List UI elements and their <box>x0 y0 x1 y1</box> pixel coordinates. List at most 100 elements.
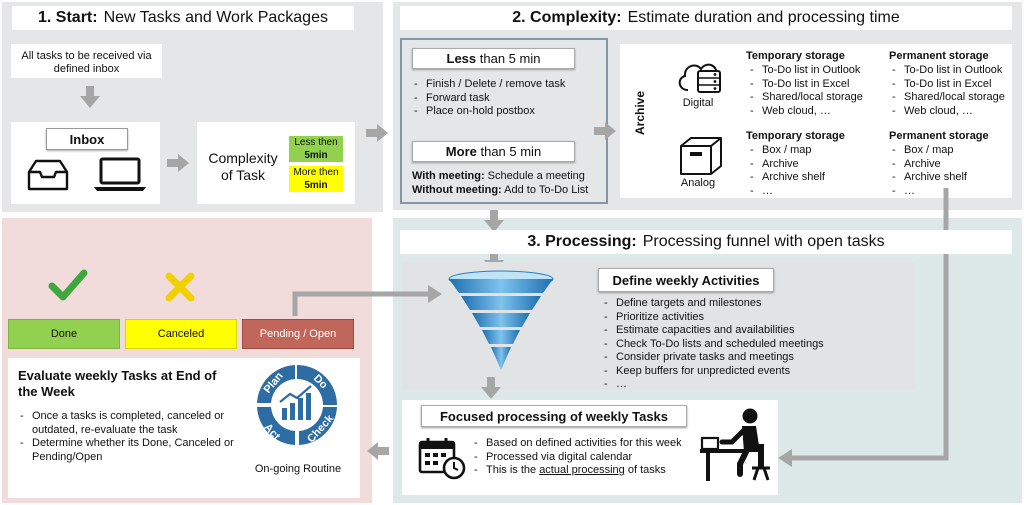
more-badge-line2: 5min <box>304 179 328 191</box>
processing-number: 3. Processing: <box>527 233 637 250</box>
storage-item: Box / map <box>750 144 825 158</box>
down-arrow-3 <box>484 250 504 272</box>
less-item: Finish / Delete / remove task <box>414 78 565 92</box>
storage-item: Box / map <box>892 144 967 158</box>
complexity-label: Complexity of Task <box>208 150 278 183</box>
storage-item: Archive <box>892 158 967 172</box>
more-badge-line1: More then <box>293 167 339 178</box>
inbox-tray-icon <box>26 158 70 192</box>
weekly-item: Estimate capacities and availabilities <box>604 324 824 338</box>
routine-label: On-going Routine <box>254 463 342 475</box>
storage-item: … <box>892 185 967 199</box>
storage-item: Web cloud, … <box>750 105 863 119</box>
pdca-cycle-icon <box>254 362 340 448</box>
more-strong: More <box>445 144 477 159</box>
canceled-cross-icon <box>165 272 195 302</box>
weekly-title: Define weekly Activities <box>598 268 774 292</box>
less-item: Forward task <box>414 92 565 106</box>
less-rest: than 5 min <box>476 51 541 66</box>
focused-list: Based on defined activities for this wee… <box>474 437 682 478</box>
weekly-item: Keep buffers for unpredicted events <box>604 365 824 379</box>
status-pending: Pending / Open <box>242 319 354 349</box>
digital-label: Digital <box>682 97 714 109</box>
duration-frame <box>400 38 608 204</box>
more-rest: than 5 min <box>476 144 542 159</box>
less-badge-line1: Less then <box>294 137 338 148</box>
left-arrow-1 <box>367 442 389 460</box>
storage-item: Archive <box>750 158 825 172</box>
laptop-icon <box>93 157 147 193</box>
evaluate-item: Determine whether its Done, Canceled or … <box>20 437 240 464</box>
archive-box-icon <box>677 136 725 176</box>
storage-item: … <box>750 185 825 199</box>
storage-item: To-Do list in Outlook <box>750 64 863 78</box>
evaluate-title: Evaluate weekly Tasks at End of the Week <box>18 368 217 399</box>
cloud-server-icon <box>674 56 726 96</box>
storage-item: Archive shelf <box>750 171 825 185</box>
analog-temp-title: Temporary storage <box>746 130 845 142</box>
down-arrow-4 <box>481 377 501 399</box>
right-arrow-2 <box>366 124 388 142</box>
less-badge-line2: 5min <box>304 149 328 161</box>
weekly-item: Consider private tasks and meetings <box>604 351 824 365</box>
less-strong: Less <box>446 51 477 66</box>
storage-item: To-Do list in Excel <box>892 78 1005 92</box>
meeting-text: Schedule a meeting <box>484 170 585 182</box>
focused-last-underline: actual processing <box>539 464 625 476</box>
done-check-icon <box>48 268 88 302</box>
focused-last-pre: This is the <box>486 464 540 476</box>
storage-item: Shared/local storage <box>892 91 1005 105</box>
person-at-desk-icon <box>700 408 778 484</box>
less-than-title: Less than 5 min <box>412 48 575 69</box>
weekly-item: … <box>604 378 824 392</box>
calendar-clock-icon <box>418 436 466 480</box>
storage-item: To-Do list in Outlook <box>892 64 1005 78</box>
right-arrow-1 <box>167 154 189 172</box>
less-list: Finish / Delete / remove task Forward ta… <box>414 78 565 119</box>
processing-header: 3. Processing: Processing funnel with ope… <box>400 230 1012 254</box>
right-arrow-3 <box>594 122 616 140</box>
start-number: 1. Start: <box>38 9 98 26</box>
down-arrow-2 <box>484 210 504 232</box>
complexity-number: 2. Complexity: <box>512 9 622 26</box>
analog-perm-list: Box / map Archive Archive shelf … <box>892 144 967 198</box>
focused-item: Processed via digital calendar <box>474 451 682 465</box>
analog-label: Analog <box>680 177 716 189</box>
meeting-lines: With meeting: Schedule a meeting Without… <box>412 170 588 197</box>
storage-item: Archive shelf <box>892 171 967 185</box>
no-meeting-bold: Without meeting: <box>412 183 502 196</box>
weekly-item: Check To-Do lists and scheduled meetings <box>604 338 824 352</box>
weekly-item: Define targets and milestones <box>604 297 824 311</box>
digital-temp-list: To-Do list in Outlook To-Do list in Exce… <box>750 64 863 118</box>
analog-perm-title: Permanent storage <box>889 130 989 142</box>
funnel-graphic <box>446 270 556 372</box>
focused-title: Focused processing of weekly Tasks <box>421 405 687 427</box>
weekly-item: Prioritize activities <box>604 311 824 325</box>
processing-title: Processing funnel with open tasks <box>642 233 885 250</box>
status-canceled: Canceled <box>125 319 237 349</box>
start-title: New Tasks and Work Packages <box>103 9 328 26</box>
storage-item: Shared/local storage <box>750 91 863 105</box>
focused-item: Based on defined activities for this wee… <box>474 437 682 451</box>
analog-temp-list: Box / map Archive Archive shelf … <box>750 144 825 198</box>
less-item: Place on-hold postbox <box>414 105 565 119</box>
evaluate-list: Once a tasks is completed, canceled or o… <box>20 410 240 464</box>
no-meeting-text: Add to To-Do List <box>501 183 589 196</box>
meeting-bold: With meeting: <box>412 170 485 182</box>
down-arrow-1 <box>80 86 100 108</box>
digital-perm-title: Permanent storage <box>889 50 989 62</box>
digital-temp-title: Temporary storage <box>746 50 845 62</box>
start-header: 1. Start: New Tasks and Work Packages <box>12 6 354 30</box>
status-done: Done <box>8 319 120 349</box>
digital-perm-list: To-Do list in Outlook To-Do list in Exce… <box>892 64 1005 118</box>
storage-item: To-Do list in Excel <box>750 78 863 92</box>
complexity-title: Estimate duration and processing time <box>627 9 900 26</box>
evaluate-item: Once a tasks is completed, canceled or o… <box>20 410 240 437</box>
more-than-title: More than 5 min <box>412 141 575 162</box>
inbox-note: All tasks to be received via defined inb… <box>11 44 162 78</box>
storage-item: Web cloud, … <box>892 105 1005 119</box>
